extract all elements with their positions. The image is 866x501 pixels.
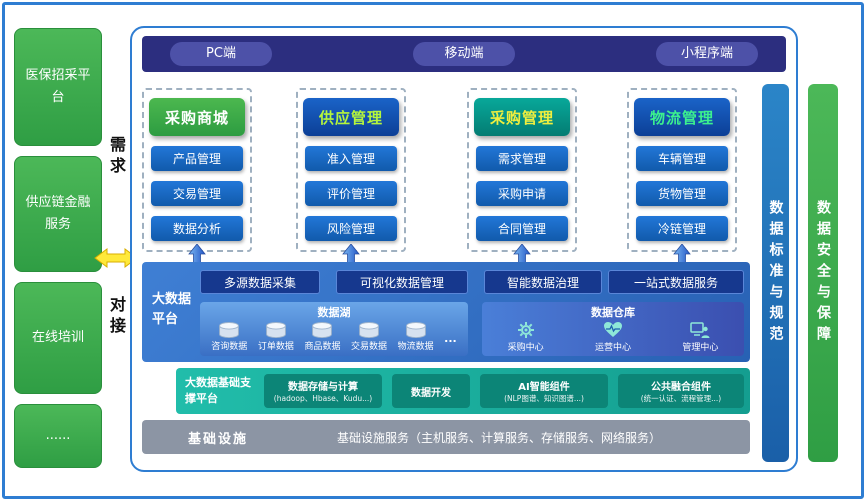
data-lake-item: 商品数据 (304, 322, 340, 352)
bigdata-service: 智能数据治理 (484, 270, 602, 294)
data-lake-more-dots: ... (444, 332, 457, 345)
data-lake-item: 物流数据 (398, 322, 434, 352)
external-service-more: ...... (14, 404, 102, 468)
data-lake-title: 数据湖 (317, 306, 351, 319)
support-platform-title: 大数据基础支撑平台 (185, 376, 251, 405)
bigdata-service: 多源数据采集 (200, 270, 320, 294)
infrastructure-bar: 基础设施 基础设施服务（主机服务、计算服务、存储服务、网络服务） (142, 420, 750, 454)
bigdata-platform: 大数据平台 多源数据采集 可视化数据管理 智能数据治理 一站式数据服务 数据湖 … (142, 262, 750, 362)
module-item: 采购申请 (476, 181, 568, 206)
warehouse-item-label: 运营中心 (594, 343, 631, 353)
data-lake-item: 交易数据 (351, 322, 387, 352)
data-security-bar: 数据安全与保障 (808, 84, 838, 462)
data-lake-item: 咨询数据 (211, 322, 247, 352)
external-service-online-training: 在线培训 (14, 282, 102, 394)
bigdata-service: 一站式数据服务 (608, 270, 744, 294)
person-workstation-icon (690, 322, 710, 338)
warehouse-item-management-center: 管理中心 (682, 321, 718, 353)
database-cylinder-icon (405, 322, 426, 339)
data-warehouse-panel: 数据仓库 采购中心 (482, 302, 744, 356)
module-title: 采购商城 (149, 98, 245, 136)
module-item: 数据分析 (151, 216, 243, 241)
client-mini-program: 小程序端 (656, 42, 758, 66)
support-component-subtitle: (NLP图谱、知识图谱...) (504, 394, 584, 403)
infrastructure-content: 基础设施服务（主机服务、计算服务、存储服务、网络服务） (337, 430, 662, 445)
bigdata-platform-title: 大数据平台 (152, 292, 192, 328)
data-lake-items: 咨询数据 订单数据 商品数据 (200, 320, 468, 352)
bigdata-support-platform: 大数据基础支撑平台 数据存储与计算 (hadoop、Hbase、Kudu...)… (176, 368, 750, 414)
module-item: 风险管理 (305, 216, 397, 241)
module-title: 物流管理 (634, 98, 730, 136)
module-item: 冷链管理 (636, 216, 728, 241)
support-component-title: AI智能组件 (518, 382, 570, 393)
connector-label-demand: 需求 (107, 136, 126, 178)
support-component-title: 数据存储与计算 (288, 382, 358, 393)
module-item: 合同管理 (476, 216, 568, 241)
warehouse-item-operations-center: 运营中心 (595, 321, 631, 353)
module-procurement-mall: 采购商城 产品管理 交易管理 数据分析 (142, 88, 252, 252)
data-lake-panel: 数据湖 咨询数据 订单数据 (200, 302, 468, 356)
warehouse-item-procurement-center: 采购中心 (508, 321, 544, 353)
connector-label-connect: 对接 (107, 296, 126, 338)
module-title: 采购管理 (474, 98, 570, 136)
module-item: 车辆管理 (636, 146, 728, 171)
database-cylinder-icon (265, 322, 286, 339)
support-component-title: 数据开发 (411, 387, 451, 399)
warehouse-item-label: 采购中心 (507, 343, 544, 353)
module-item: 货物管理 (636, 181, 728, 206)
bigdata-service: 可视化数据管理 (336, 270, 468, 294)
data-lake-item-label: 交易数据 (351, 342, 388, 352)
support-component-subtitle: (hadoop、Hbase、Kudu...) (273, 394, 373, 403)
client-terminals-bar: PC端 移动端 小程序端 (142, 36, 786, 72)
support-component-ai: AI智能组件 (NLP图谱、知识图谱...) (480, 374, 608, 408)
data-warehouse-items: 采购中心 运营中心 管理中心 (482, 320, 744, 353)
support-component-data-development: 数据开发 (392, 374, 470, 408)
database-cylinder-icon (312, 322, 333, 339)
module-item: 准入管理 (305, 146, 397, 171)
gear-icon (517, 322, 534, 338)
data-standards-bar: 数据标准与规范 (762, 84, 789, 462)
support-component-common: 公共融合组件 (统一认证、流程管理...) (618, 374, 744, 408)
warehouse-item-label: 管理中心 (682, 343, 719, 353)
client-pc: PC端 (170, 42, 272, 66)
data-warehouse-title: 数据仓库 (591, 306, 635, 319)
data-lake-item: 订单数据 (258, 322, 294, 352)
module-supply-management: 供应管理 准入管理 评价管理 风险管理 (296, 88, 406, 252)
database-cylinder-icon (219, 322, 240, 339)
external-service-supply-chain-finance: 供应链金融服务 (14, 156, 102, 272)
support-component-title: 公共融合组件 (651, 382, 711, 393)
module-item: 评价管理 (305, 181, 397, 206)
module-logistics-management: 物流管理 车辆管理 货物管理 冷链管理 (627, 88, 737, 252)
support-component-subtitle: (统一认证、流程管理...) (640, 394, 722, 403)
heart-pulse-icon (603, 322, 622, 337)
module-procurement-management: 采购管理 需求管理 采购申请 合同管理 (467, 88, 577, 252)
infrastructure-label: 基础设施 (188, 431, 249, 447)
module-item: 需求管理 (476, 146, 568, 171)
external-service-medical-procurement: 医保招采平台 (14, 28, 102, 146)
data-lake-item-label: 商品数据 (304, 342, 341, 352)
data-lake-item-label: 咨询数据 (211, 342, 248, 352)
module-title: 供应管理 (303, 98, 399, 136)
database-cylinder-icon (359, 322, 379, 339)
module-item: 产品管理 (151, 146, 243, 171)
support-component-storage-compute: 数据存储与计算 (hadoop、Hbase、Kudu...) (264, 374, 382, 408)
data-lake-item-label: 物流数据 (397, 342, 434, 352)
module-item: 交易管理 (151, 181, 243, 206)
client-mobile: 移动端 (413, 42, 515, 66)
data-lake-item-label: 订单数据 (257, 342, 294, 352)
